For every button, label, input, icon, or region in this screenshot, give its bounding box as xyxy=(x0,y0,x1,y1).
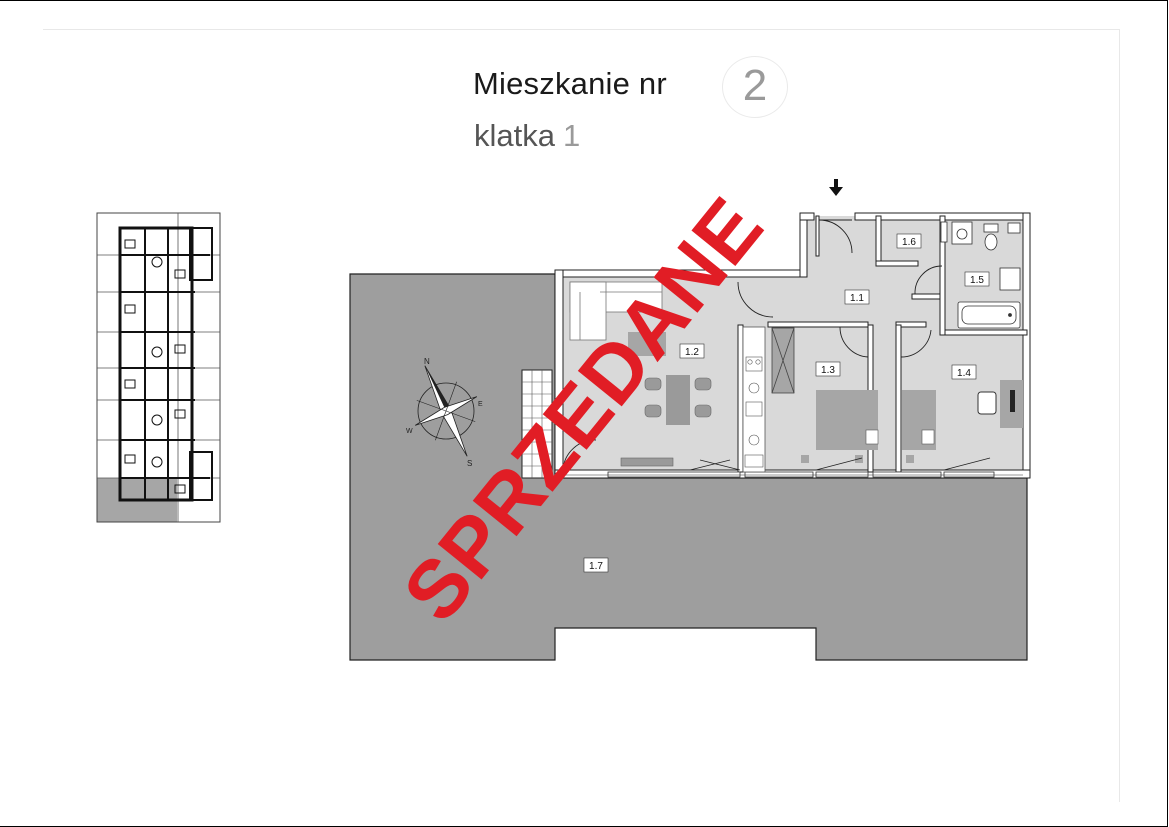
room-labels: 1.1 1.2 1.3 1.4 1.5 1.6 1.7 xyxy=(583,233,990,573)
windows xyxy=(563,471,1023,478)
staircase-number: 1 xyxy=(562,118,581,153)
room-label-1-1: 1.1 xyxy=(850,293,864,304)
room-label-1-6: 1.6 xyxy=(902,237,916,248)
building-key-plan xyxy=(96,212,221,523)
bed-room-1-4 xyxy=(902,390,936,463)
inner-frame xyxy=(43,29,1120,802)
page-title: Mieszkanie nr xyxy=(473,66,667,101)
compass-rose-icon: N S E W xyxy=(406,357,483,468)
compass-west: W xyxy=(406,428,413,435)
room-label-1-4: 1.4 xyxy=(957,368,971,379)
living-highlight xyxy=(628,332,666,356)
bathroom-fixtures xyxy=(940,221,1021,329)
desk-room-1-4 xyxy=(977,380,1023,428)
door-swings xyxy=(562,219,991,471)
sofa xyxy=(569,281,663,341)
room-label-1-2: 1.2 xyxy=(685,347,699,358)
key-plan-outline xyxy=(96,212,221,523)
staircase-text: klatka xyxy=(474,118,555,153)
key-plan-walls xyxy=(118,226,194,502)
room-label-1-7: 1.7 xyxy=(589,561,603,572)
room-label-1-5: 1.5 xyxy=(970,275,984,286)
compass-south: S xyxy=(467,459,472,468)
compass-east: E xyxy=(478,401,483,408)
planter-grid xyxy=(521,369,553,479)
kitchen-counter xyxy=(742,326,766,473)
apartment-number-badge: 2 xyxy=(722,56,788,118)
room-label-1-3: 1.3 xyxy=(821,365,835,376)
dining-set xyxy=(644,375,712,425)
entrance-arrow-icon xyxy=(829,179,843,196)
tv-cabinet xyxy=(620,457,674,467)
compass-north: N xyxy=(424,357,430,366)
